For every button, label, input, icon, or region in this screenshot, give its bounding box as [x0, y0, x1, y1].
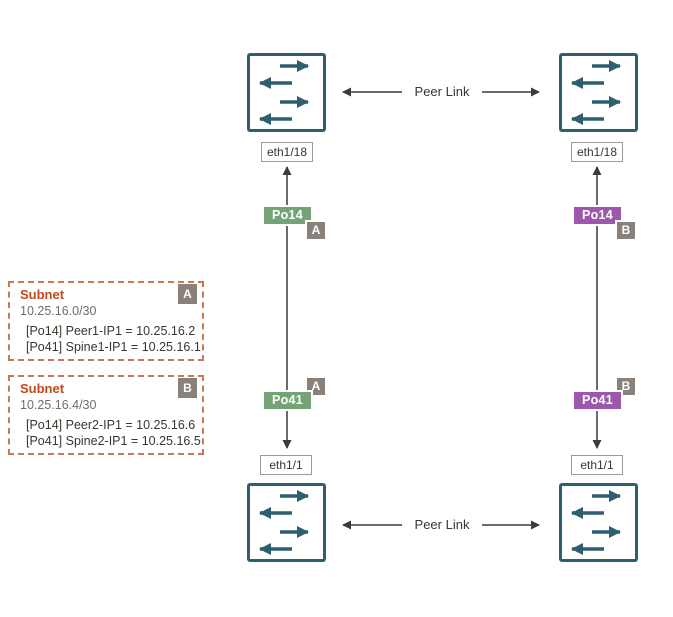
switch-arrows-icon [259, 60, 309, 125]
peer-link-label-top: Peer Link [402, 82, 482, 101]
subnet-panel-b: Subnet 10.25.16.4/30 [Po14] Peer2-IP1 = … [8, 375, 204, 455]
switch-arrows-icon [571, 490, 621, 555]
zone-badge-b: B [178, 378, 197, 398]
subnet-ip-entry: [Po41] Spine2-IP1 = 10.25.16.5 [26, 434, 201, 448]
subnet-title: Subnet [20, 381, 65, 396]
peer-link-label-bottom: Peer Link [402, 515, 482, 534]
subnet-ip-entry: [Po14] Peer2-IP1 = 10.25.16.6 [26, 418, 196, 432]
switch-bottom-right [559, 483, 638, 562]
subnet-panel-a: Subnet 10.25.16.0/30 [Po14] Peer1-IP1 = … [8, 281, 204, 361]
port-channel-po41-left: Po41 [262, 390, 313, 411]
zone-badge-a: A [305, 220, 327, 241]
subnet-ip-entry: [Po41] Spine1-IP1 = 10.25.16.1 [26, 340, 201, 354]
subnet-cidr: 10.25.16.4/30 [20, 398, 97, 412]
switch-bottom-left [247, 483, 326, 562]
port-channel-po41-right: Po41 [572, 390, 623, 411]
port-channel-po14-right: Po14 [572, 205, 623, 226]
subnet-title: Subnet [20, 287, 65, 302]
interface-label-eth1-18-left: eth1/18 [261, 142, 313, 162]
interface-label-eth1-1-left: eth1/1 [260, 455, 312, 475]
switch-top-left [247, 53, 326, 132]
zone-badge-b: B [615, 220, 637, 241]
switch-arrows-icon [259, 490, 309, 555]
switch-arrows-icon [571, 60, 621, 125]
zone-badge-a: A [178, 284, 197, 304]
subnet-ip-entries: [Po14] Peer2-IP1 = 10.25.16.6 [Po41] Spi… [26, 417, 201, 449]
subnet-ip-entry: [Po14] Peer1-IP1 = 10.25.16.2 [26, 324, 196, 338]
subnet-ip-entries: [Po14] Peer1-IP1 = 10.25.16.2 [Po41] Spi… [26, 323, 201, 355]
subnet-cidr: 10.25.16.0/30 [20, 304, 97, 318]
switch-top-right [559, 53, 638, 132]
interface-label-eth1-18-right: eth1/18 [571, 142, 623, 162]
zone-badge-a: A [305, 376, 327, 397]
port-channel-po14-left: Po14 [262, 205, 313, 226]
interface-label-eth1-1-right: eth1/1 [571, 455, 623, 475]
